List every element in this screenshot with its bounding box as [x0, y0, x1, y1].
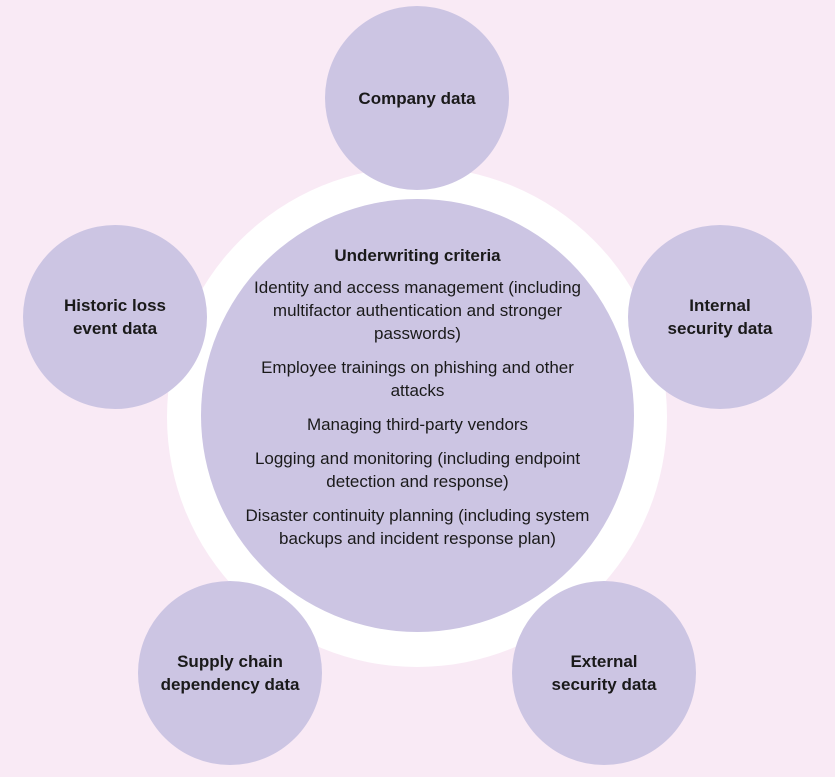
node-supply-chain-data-label: Supply chain dependency data — [160, 652, 300, 694]
underwriting-criteria-title: Underwriting criteria — [334, 246, 501, 265]
criteria-item-identity-access: Identity and access management (includin… — [254, 278, 581, 343]
node-historic-loss-data-label: Historic loss event data — [63, 296, 167, 338]
node-company-data: Company data — [325, 6, 509, 190]
node-external-security-data-label: External security data — [551, 652, 657, 694]
criteria-item-logging-monitoring: Logging and monitoring (including endpoi… — [254, 449, 581, 491]
node-internal-security-data-label: Internal security data — [667, 296, 773, 338]
node-external-security-data: External security data — [512, 581, 696, 765]
underwriting-criteria-circle — [201, 199, 634, 632]
criteria-item-employee-training: Employee trainings on phishing and other… — [261, 358, 574, 400]
node-supply-chain-data: Supply chain dependency data — [138, 581, 322, 765]
node-company-data-label: Company data — [358, 88, 476, 108]
node-historic-loss-data: Historic loss event data — [23, 225, 207, 409]
underwriting-criteria-content: Underwriting criteria Identity and acces… — [241, 244, 594, 550]
criteria-item-disaster-continuity: Disaster continuity planning (including … — [245, 506, 590, 548]
node-internal-security-data: Internal security data — [628, 225, 812, 409]
criteria-item-third-party-vendors: Managing third-party vendors — [306, 415, 529, 434]
